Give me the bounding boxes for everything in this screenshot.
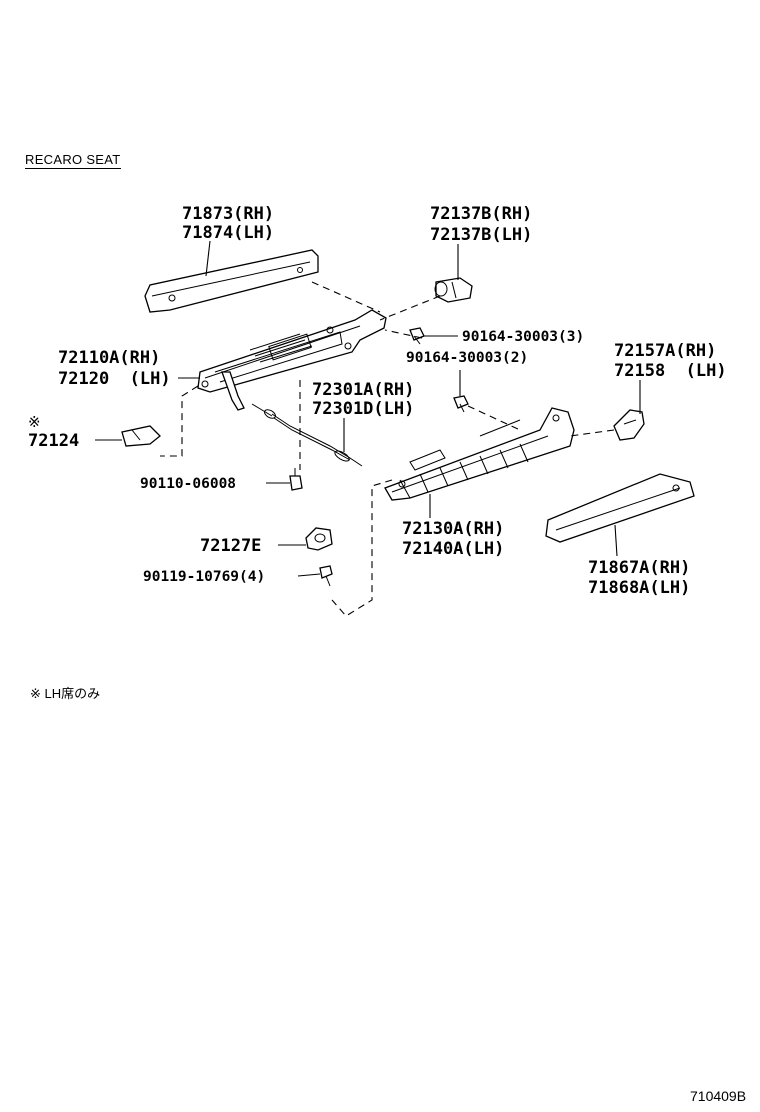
upper-track-cover [144,249,319,313]
label-90164-2: 90164-30003(2) [406,350,528,366]
label-71868a: 71868A(LH) [588,578,690,598]
rear-cap [434,277,473,303]
label-71873: 71873(RH) [182,204,274,224]
label-72120: 72120 (LH) [58,369,171,389]
label-72301d: 72301D(LH) [312,399,414,419]
assembly-lines [160,281,615,617]
label-72110a: 72110A(RH) [58,348,160,368]
label-72127e: 72127E [200,536,261,556]
label-72124: 72124 [28,431,79,451]
label-90164-3: 90164-30003(3) [462,329,584,345]
label-90119: 90119-10769(4) [143,569,265,585]
label-72140a: 72140A(LH) [402,539,504,559]
screw-06008 [289,468,303,491]
label-72157a: 72157A(RH) [614,341,716,361]
leader-lines [95,240,641,577]
label-72158: 72158 (LH) [614,361,727,381]
diagram-id: 710409B [690,1088,747,1104]
bolt-10769 [319,565,333,587]
inner-seat-adjuster [197,309,387,411]
label-72137b-rh: 72137B(RH) [430,204,532,224]
lower-track-cover [545,473,695,543]
label-72137b-lh: 72137B(LH) [430,225,532,245]
screw-upper [409,327,425,345]
front-cover [613,409,645,441]
section-title: RECARO SEAT [25,152,121,169]
label-72130a: 72130A(RH) [402,519,504,539]
label-72301a: 72301A(RH) [312,380,414,400]
release-cable [251,403,363,467]
part-labels: 71873(RH) 71874(LH) 72137B(RH) 72137B(LH… [28,204,727,598]
label-71867a: 71867A(RH) [588,558,690,578]
outer-seat-adjuster [384,407,575,501]
lh-only-mark: ※ [28,413,41,431]
lh-only-note: ※ LH席のみ [30,686,101,701]
screw-middle [453,395,469,413]
label-90110: 90110-06008 [140,476,236,492]
stopper [305,527,333,551]
label-71874: 71874(LH) [182,223,274,243]
lever-cover [121,425,161,447]
